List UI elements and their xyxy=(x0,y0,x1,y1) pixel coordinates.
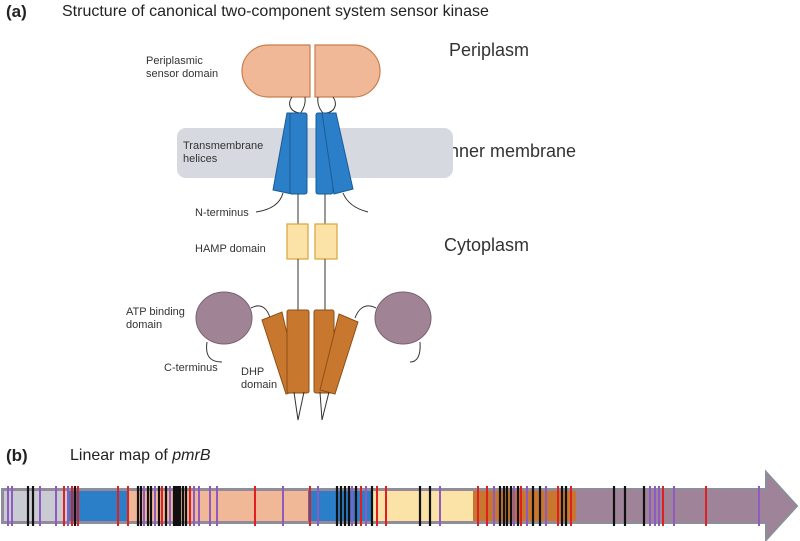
region-periplasm: Periplasm xyxy=(449,40,530,60)
linker-right xyxy=(317,96,325,115)
label-c-terminus: C-terminus xyxy=(164,362,218,374)
map-seg-hamp xyxy=(373,491,473,521)
periplasmic-domain-right xyxy=(314,44,381,98)
tm-helix-right-outer xyxy=(321,112,354,195)
label-transmembrane-line1: Transmembrane xyxy=(183,140,264,152)
label-dhp-line1: DHP xyxy=(241,366,265,378)
label-atp-line2: domain xyxy=(126,319,163,331)
map-seg-dhp xyxy=(473,491,576,521)
panel-b-letter: (b) xyxy=(6,446,28,465)
linker-left-2 xyxy=(299,96,306,115)
c-terminus-line-right xyxy=(409,341,421,363)
panel-a-title: Structure of canonical two-component sys… xyxy=(62,3,489,20)
region-inner-membrane: Inner membrane xyxy=(444,141,577,161)
dhp-helix-right-outer xyxy=(319,313,359,395)
linker-left xyxy=(289,96,301,114)
label-transmembrane: Transmembrane helices xyxy=(183,140,263,166)
label-periplasmic-line1: Periplasmic xyxy=(146,55,203,67)
region-cytoplasm: Cytoplasm xyxy=(444,235,530,255)
pmrb-linear-map xyxy=(1,469,799,541)
atp-domain-right xyxy=(374,291,432,345)
c-terminus-line-left xyxy=(206,341,223,363)
n-terminus-right xyxy=(342,192,369,213)
dhp-tail-right xyxy=(319,391,330,421)
dhp-helix-left-inner xyxy=(286,309,310,394)
label-hamp: HAMP domain xyxy=(195,243,266,255)
label-atp-binding: ATP binding domain xyxy=(126,306,185,332)
inner-membrane-band xyxy=(177,128,453,178)
label-n-terminus: N-terminus xyxy=(195,207,249,219)
gene-name: pmrB xyxy=(172,447,211,464)
n-terminus-left xyxy=(255,192,284,213)
hamp-domain-left xyxy=(286,223,309,260)
dhp-tail-left xyxy=(293,391,305,421)
label-periplasmic-sensor: Periplasmic sensor domain xyxy=(146,55,218,81)
panel-a-letter: (a) xyxy=(6,2,27,21)
label-atp-line1: ATP binding xyxy=(126,306,185,318)
atp-domain-left xyxy=(195,291,253,345)
label-dhp-line2: domain xyxy=(241,379,278,391)
map-seg-grey xyxy=(4,491,68,521)
linker-right-2 xyxy=(325,96,336,114)
tm-helix-left-inner xyxy=(289,112,308,195)
panel-b-title: Linear map of pmrB xyxy=(70,447,211,465)
hamp-domain-right xyxy=(314,223,338,260)
label-transmembrane-line2: helices xyxy=(183,153,218,165)
map-mutation-ticks xyxy=(7,486,760,526)
label-periplasmic-line2: sensor domain xyxy=(146,68,219,80)
periplasmic-domain-left xyxy=(241,44,311,98)
panel-b-title-prefix: Linear map of xyxy=(70,447,173,464)
label-dhp: DHP domain xyxy=(241,366,277,392)
